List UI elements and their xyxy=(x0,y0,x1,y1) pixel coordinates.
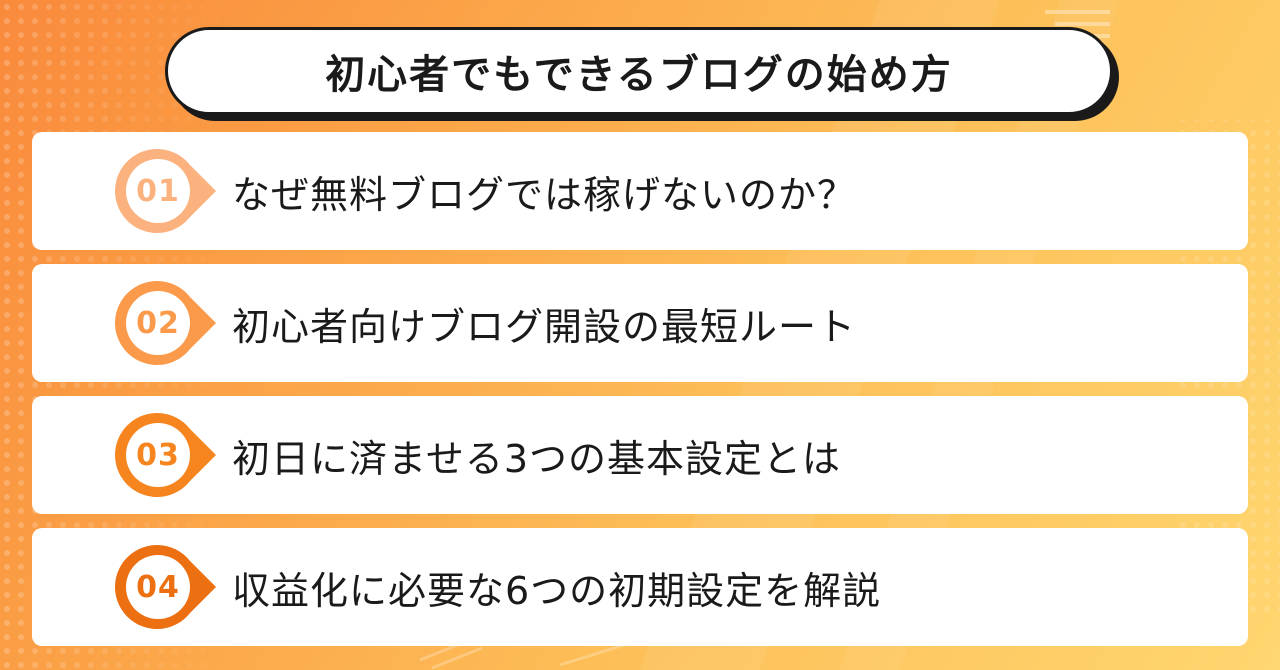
list-item: 03 初日に済ませる3つの基本設定とは xyxy=(32,396,1248,514)
title-pill: 初心者でもできるブログの始め方 xyxy=(165,27,1113,115)
pin-marker-icon xyxy=(115,281,216,365)
item-text: 初日に済ませる3つの基本設定とは xyxy=(232,436,842,481)
item-text: 収益化に必要な6つの初期設定を解説 xyxy=(232,568,882,613)
list-item: 01 なぜ無料ブログでは稼げないのか？ xyxy=(32,132,1248,250)
pin-marker-icon xyxy=(115,413,216,497)
list-item: 04 収益化に必要な6つの初期設定を解説 xyxy=(32,528,1248,646)
list-item: 02 初心者向けブログ開設の最短ルート xyxy=(32,264,1248,382)
item-number: 04 xyxy=(136,569,180,605)
number-badge: 03 xyxy=(108,413,216,497)
item-text: なぜ無料ブログでは稼げないのか？ xyxy=(232,172,857,217)
page-title: 初心者でもできるブログの始め方 xyxy=(325,52,953,98)
item-number: 01 xyxy=(136,173,180,209)
item-number: 02 xyxy=(136,305,180,341)
number-badge: 04 xyxy=(108,545,216,629)
item-number: 03 xyxy=(136,437,180,473)
number-badge: 01 xyxy=(108,149,216,233)
item-text: 初心者向けブログ開設の最短ルート xyxy=(232,304,857,349)
pin-marker-icon xyxy=(115,545,216,629)
title-banner: 初心者でもできるブログの始め方 xyxy=(165,27,1119,121)
pin-marker-icon xyxy=(115,149,216,233)
number-badge: 02 xyxy=(108,281,216,365)
